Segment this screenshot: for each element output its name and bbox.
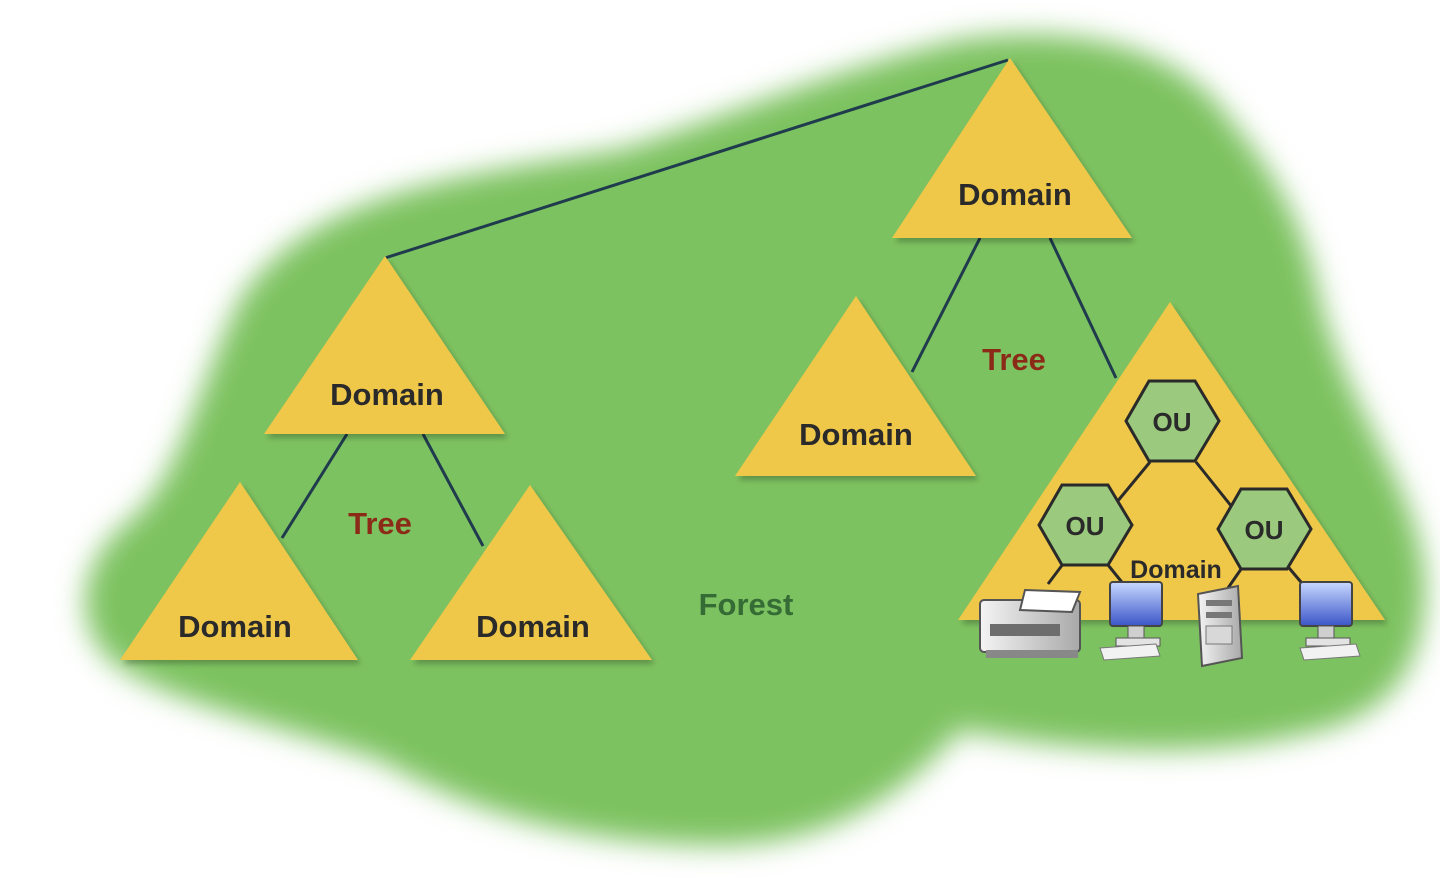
- domain-label-ou-container: Domain: [1130, 556, 1222, 584]
- ou-label-right: OU: [1245, 515, 1284, 545]
- domain-label-left-root: Domain: [330, 377, 444, 412]
- forest-label: Forest: [699, 587, 794, 622]
- connector-forest-root: [384, 58, 1009, 260]
- ou-hexagon-left: [1037, 483, 1134, 567]
- domain-label-left-bottom-2: Domain: [476, 609, 590, 644]
- ou-hexagon-right: [1216, 487, 1313, 571]
- connector-lines: [280, 58, 1118, 547]
- ou-hexagon-top: [1124, 379, 1221, 463]
- monitor-icon: [1299, 581, 1361, 661]
- connector-right-1: [910, 237, 982, 373]
- ou-label-top: OU: [1153, 407, 1192, 437]
- connector-left-2: [421, 433, 485, 547]
- domain-label-right-mid: Domain: [799, 417, 913, 452]
- tree-label-left: Tree: [348, 506, 412, 541]
- tree-label-right: Tree: [982, 342, 1046, 377]
- devices: [979, 581, 1361, 668]
- monitor-icon: [1099, 581, 1163, 661]
- domain-triangle-top-right: [892, 58, 1132, 238]
- domain-triangle-right-mid: [735, 296, 976, 476]
- printer-icon: [979, 588, 1082, 658]
- domain-triangle-left-bottom-2: [410, 485, 652, 660]
- labels: Domain Domain Domain Domain Domain Domai…: [178, 177, 1283, 644]
- domain-triangle-left-bottom-1: [120, 482, 358, 660]
- ou-hexagons: [1037, 379, 1313, 571]
- server-tower-icon: [1196, 584, 1244, 668]
- domain-label-top-right: Domain: [958, 177, 1072, 212]
- domain-label-left-bottom-1: Domain: [178, 609, 292, 644]
- domain-triangle-left-root: [264, 256, 505, 434]
- connector-left-1: [280, 433, 349, 539]
- ou-label-left: OU: [1066, 511, 1105, 541]
- connector-right-2: [1048, 237, 1118, 379]
